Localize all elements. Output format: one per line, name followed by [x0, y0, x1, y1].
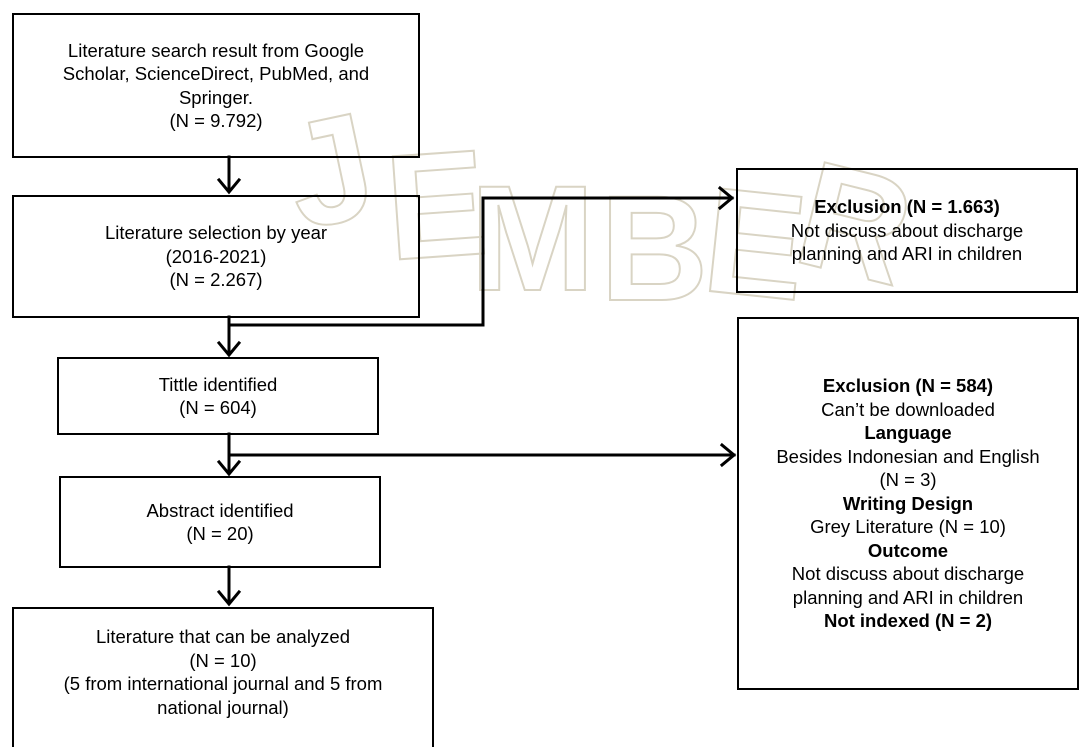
box-text: Literature that can be analyzed: [95, 626, 351, 647]
box-text: Grey Literature (N = 10): [810, 516, 1006, 538]
exclusion-box-1: Exclusion (N = 1.663) Not discuss about …: [736, 168, 1078, 293]
arrow-head-down: [216, 589, 242, 607]
year-selection-box: Literature selection by year (2016-2021)…: [12, 195, 420, 318]
box-text: national journal): [157, 696, 289, 718]
search-result-box: Literature search result from Google Sch…: [12, 13, 420, 158]
box-heading: Exclusion (N = 1.663): [814, 196, 1000, 218]
box-text: (N = 3): [879, 469, 937, 491]
box-text: Tittle identified: [158, 373, 278, 395]
box-text: Abstract identified: [146, 499, 294, 521]
box-text: planning and ARI in children: [792, 586, 1024, 608]
box-text: Not discuss about discharge: [790, 219, 1024, 241]
exclusion-box-2: Exclusion (N = 584) Can’t be downloaded …: [737, 317, 1079, 690]
title-identified-box: Tittle identified (N = 604): [57, 357, 379, 435]
connector-line: [227, 196, 734, 327]
box-text: (N = 20): [186, 523, 254, 544]
arrow-head-right: [719, 442, 737, 468]
abstract-identified-box: Abstract identified (N = 20): [59, 476, 381, 568]
box-text: Not discuss about discharge: [791, 563, 1025, 585]
box-text: Springer.: [178, 86, 254, 108]
arrow-head-down: [216, 177, 242, 195]
box-text: (N = 9.792): [169, 110, 263, 131]
box-text: planning and ARI in children: [791, 243, 1023, 265]
arrow-head-down: [216, 340, 242, 358]
watermark-letter: E: [697, 155, 814, 333]
box-text: (2016-2021): [165, 245, 267, 267]
box-heading: Outcome: [867, 539, 949, 561]
box-text: (5 from international journal and 5 from: [63, 673, 383, 694]
box-text: Literature selection by year: [104, 222, 328, 244]
box-text: Besides Indonesian and English: [776, 445, 1040, 467]
analyzed-box: Literature that can be analyzed (N = 10)…: [12, 607, 434, 747]
box-text: (N = 10): [189, 649, 257, 671]
box-heading: Language: [864, 422, 952, 444]
box-text: Can’t be downloaded: [821, 398, 995, 420]
watermark-letter: E: [381, 117, 493, 292]
arrow-head-down: [216, 459, 242, 477]
box-text: Scholar, ScienceDirect, PubMed, and: [62, 63, 370, 84]
box-text: (N = 604): [179, 397, 257, 418]
arrow-head-right: [717, 185, 735, 211]
box-heading: Writing Design: [842, 492, 974, 514]
box-heading: Not indexed (N = 2): [823, 610, 993, 632]
box-text: Literature search result from Google: [67, 39, 365, 61]
watermark-letter: B: [600, 164, 708, 332]
box-text: (N = 2.267): [169, 269, 263, 291]
watermark-letter: M: [470, 154, 595, 322]
box-heading: Exclusion (N = 584): [822, 375, 994, 397]
